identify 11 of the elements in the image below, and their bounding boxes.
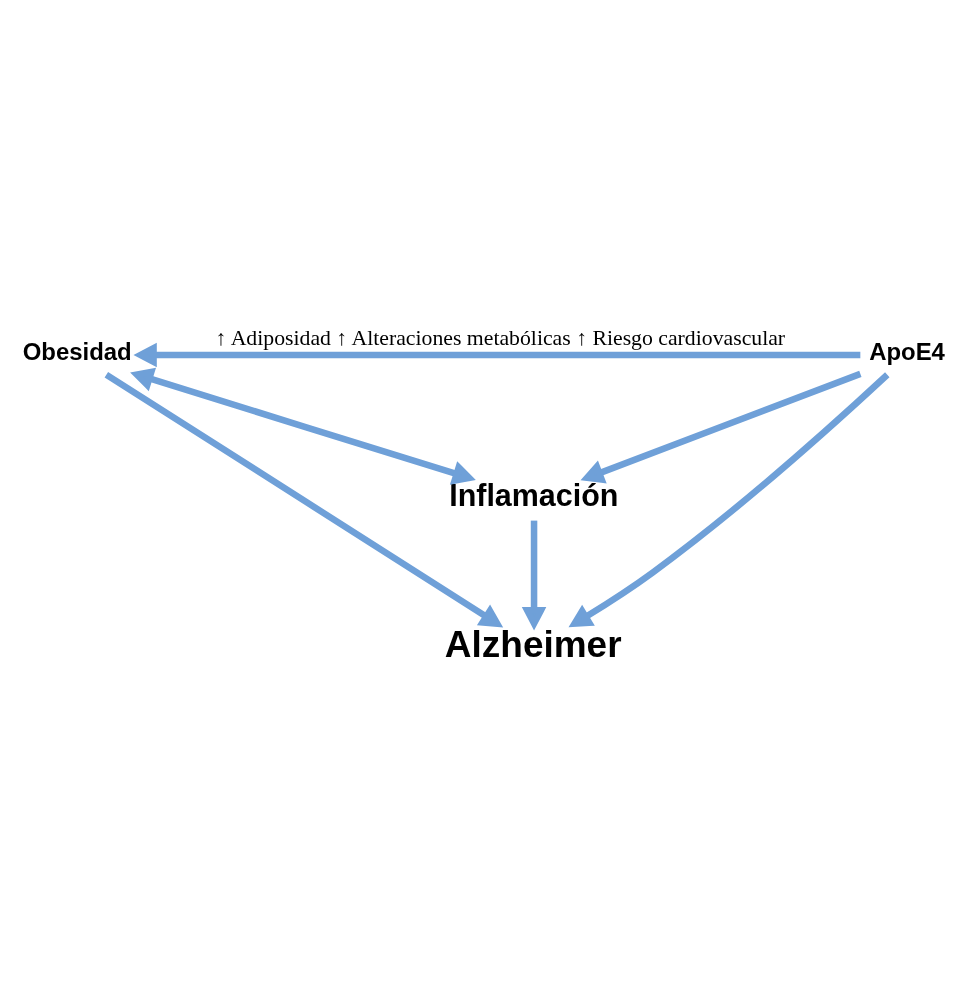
arrow bbox=[104, 371, 503, 628]
edge-label: ↑ Adiposidad ↑ Alteraciones metabólicas ↑ Riesgo cardiovascular bbox=[215, 326, 785, 351]
node-text: Inflamación bbox=[448, 477, 618, 512]
node-text: Alzheimer bbox=[444, 623, 622, 665]
arrow bbox=[568, 372, 889, 628]
arrow bbox=[132, 342, 860, 368]
arrow bbox=[580, 370, 862, 484]
node-text: ApoE4 bbox=[868, 337, 945, 365]
node-text: Obesidad bbox=[22, 337, 132, 365]
arrow bbox=[129, 367, 476, 485]
arrow bbox=[521, 520, 546, 631]
